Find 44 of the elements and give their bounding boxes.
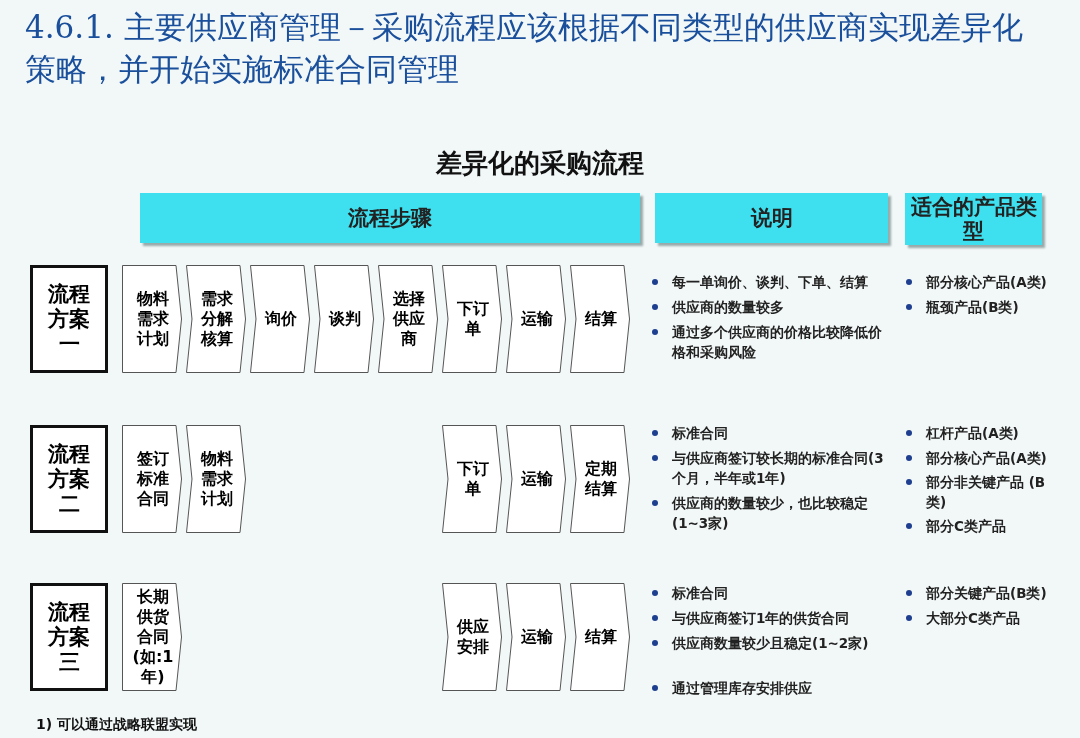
chevron-step: 长期供货合同(如:1年)	[122, 583, 182, 691]
chevron-step: 下订单	[442, 425, 502, 533]
bullet-item: 大部分C类产品	[904, 608, 1064, 628]
chevron-step: 物料需求计划	[122, 265, 182, 373]
bullet-item: 部分核心产品(A类)	[904, 448, 1064, 468]
bullet-item: 与供应商签订较长期的标准合同(3个月，半年或1年)	[650, 448, 885, 488]
chevron-step: 选择供应商	[378, 265, 438, 373]
bullet-item: 通过多个供应商的价格比较降低价格和采购风险	[650, 322, 885, 362]
bullet-item: 标准合同	[650, 583, 885, 603]
bullet-item: 供应商数量较少且稳定(1~2家)	[650, 633, 885, 653]
scheme-label: 流程方案三	[30, 583, 108, 691]
chevron-step: 谈判	[314, 265, 374, 373]
bullet-item: 标准合同	[650, 423, 885, 443]
footnote: 1) 可以通过战略联盟实现	[36, 716, 197, 734]
chevron-step: 运输	[506, 425, 566, 533]
chevron-step: 结算	[570, 265, 630, 373]
bullet-item: 部分C类产品	[904, 516, 1064, 536]
chevron-step: 签订标准合同	[122, 425, 182, 533]
column-header: 流程步骤	[140, 193, 640, 243]
diagram-subtitle: 差异化的采购流程	[434, 147, 645, 180]
bullet-item: 每一单询价、谈判、下单、结算	[650, 272, 885, 292]
bullet-item: 通过管理库存安排供应	[650, 678, 885, 698]
bullet-item: 供应商的数量较多	[650, 297, 885, 317]
chevron-step: 需求分解核算	[186, 265, 246, 373]
chevron-step: 供应安排	[442, 583, 502, 691]
bullet-item: 部分非关键产品 (B类)	[904, 472, 1064, 512]
chevron-step: 物料需求计划	[186, 425, 246, 533]
chevron-step: 结算	[570, 583, 630, 691]
title: 4.6.1. 主要供应商管理－采购流程应该根据不同类型的供应商实现差异化策略，并开始实施标准合同管理	[25, 8, 1024, 89]
bullet-item: 杠杆产品(A类)	[904, 423, 1064, 443]
bullet-item: 部分核心产品(A类)	[904, 272, 1064, 292]
bullet-item: 与供应商签订1年的供货合同	[650, 608, 885, 628]
chevron-step: 运输	[506, 583, 566, 691]
scheme-label: 流程方案一	[30, 265, 108, 373]
chevron-step: 下订单	[442, 265, 502, 373]
bullet-item: 供应商的数量较少，也比较稳定(1~3家)	[650, 493, 885, 533]
bullet-item: 部分关键产品(B类)	[904, 583, 1064, 603]
scheme-label: 流程方案二	[30, 425, 108, 533]
chevron-step: 询价	[250, 265, 310, 373]
bullet-item: 瓶颈产品(B类)	[904, 297, 1064, 317]
column-header: 说明	[655, 193, 888, 243]
column-header: 适合的产品类型	[905, 193, 1042, 245]
chevron-step: 运输	[506, 265, 566, 373]
chevron-step: 定期结算	[570, 425, 630, 533]
